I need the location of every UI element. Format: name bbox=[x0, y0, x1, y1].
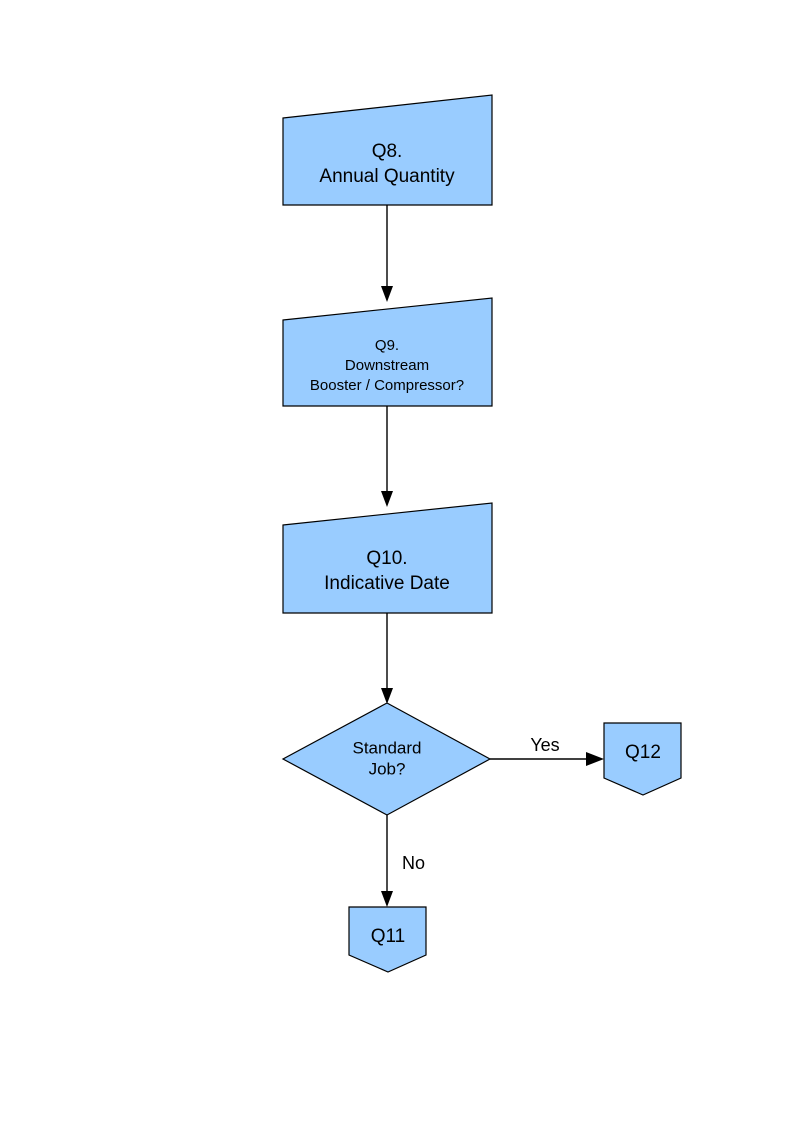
edge-decision-to-q11-arrowhead bbox=[381, 891, 393, 907]
node-q12[interactable]: Q12 bbox=[603, 722, 682, 796]
node-q9-line3: Booster / Compressor? bbox=[310, 377, 464, 394]
node-q9-line2: Downstream bbox=[345, 357, 429, 374]
edge-q8-to-q9-arrowhead bbox=[381, 286, 393, 302]
node-q10-line1: Q10. bbox=[366, 548, 407, 569]
node-q11-label: Q11 bbox=[371, 926, 406, 947]
node-decision-shape[interactable] bbox=[281, 702, 492, 816]
edge-q9-to-q10 bbox=[381, 406, 393, 507]
node-q8-line1: Q8. bbox=[372, 141, 403, 162]
edge-q10-to-decision bbox=[381, 613, 393, 704]
node-decision-line1: Standard bbox=[353, 738, 422, 757]
edge-decision-to-q11: No bbox=[381, 815, 425, 907]
node-q12-shape[interactable] bbox=[603, 722, 682, 796]
edge-decision-to-q12: Yes bbox=[490, 735, 604, 766]
node-q10-line2: Indicative Date bbox=[324, 573, 450, 594]
node-q8-shape[interactable] bbox=[282, 94, 493, 206]
node-q9-shape[interactable] bbox=[282, 297, 493, 407]
node-q9[interactable]: Q9. Downstream Booster / Compressor? bbox=[282, 297, 493, 407]
node-q11[interactable]: Q11 bbox=[348, 906, 427, 973]
node-q10[interactable]: Q10. Indicative Date bbox=[282, 502, 493, 614]
node-decision-line2: Job? bbox=[369, 759, 406, 778]
node-q11-shape[interactable] bbox=[348, 906, 427, 973]
node-q9-line1: Q9. bbox=[375, 337, 399, 354]
edge-q10-to-decision-arrowhead bbox=[381, 688, 393, 704]
node-decision-standard-job[interactable]: Standard Job? bbox=[281, 702, 492, 816]
edge-decision-to-q12-arrowhead bbox=[586, 752, 604, 766]
node-q10-shape[interactable] bbox=[282, 502, 493, 614]
edge-q9-to-q10-arrowhead bbox=[381, 491, 393, 507]
node-q8-line2: Annual Quantity bbox=[319, 166, 455, 187]
edge-q8-to-q9 bbox=[381, 205, 393, 302]
edge-label-no: No bbox=[402, 853, 425, 873]
node-q12-label: Q12 bbox=[625, 742, 661, 763]
node-q8[interactable]: Q8. Annual Quantity bbox=[282, 94, 493, 206]
edge-label-yes: Yes bbox=[530, 735, 559, 755]
